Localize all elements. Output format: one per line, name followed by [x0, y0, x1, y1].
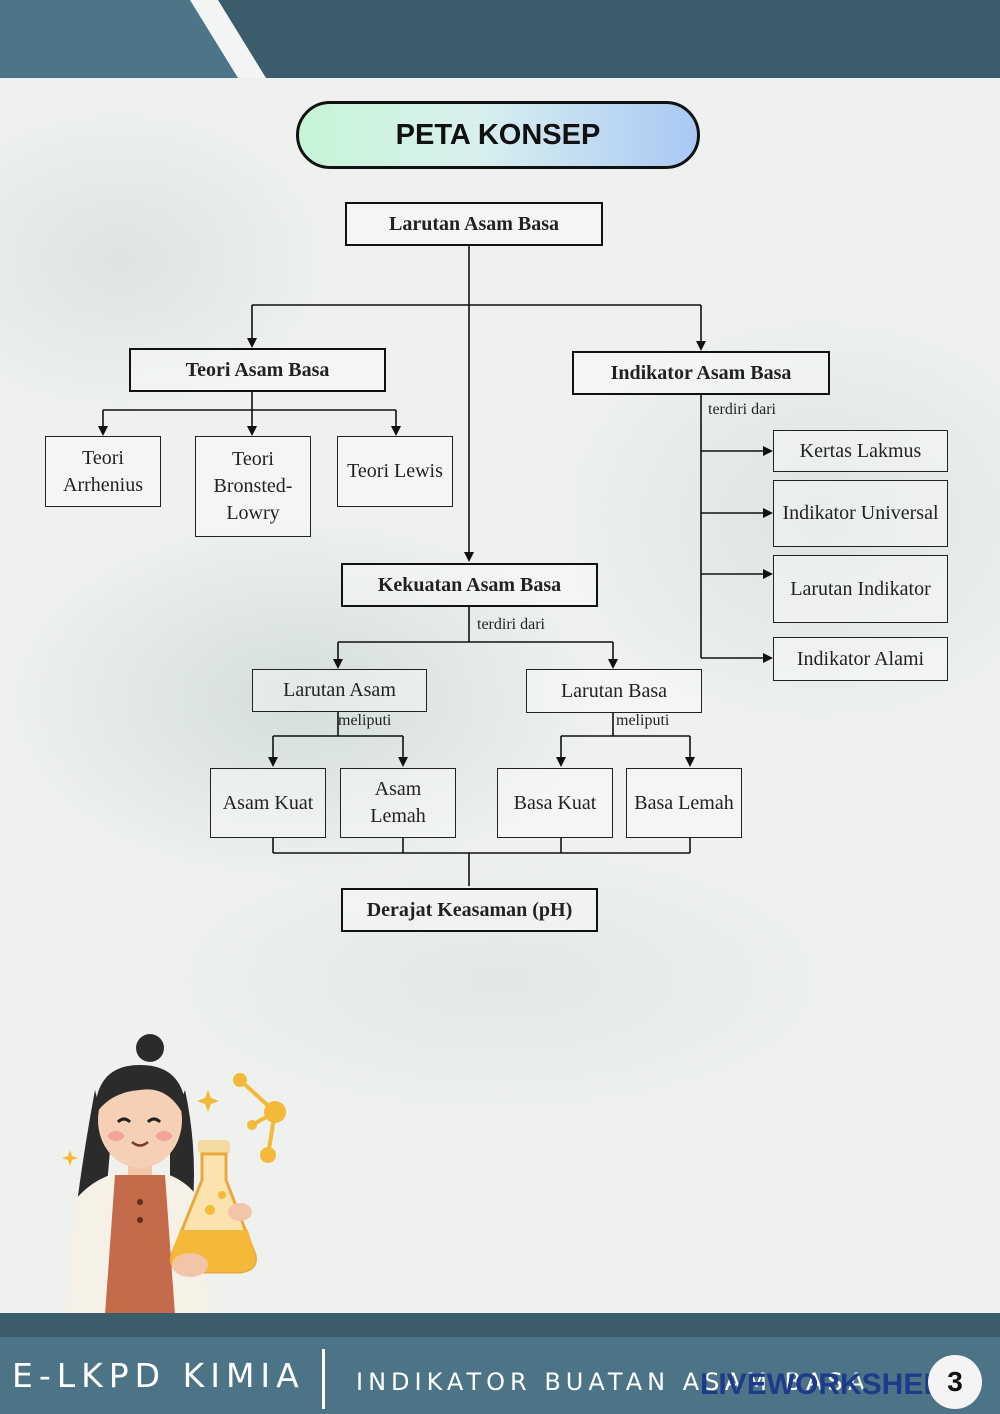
connector-label-meliputi-asam: meliputi	[338, 712, 392, 729]
footer-subtitle: INDIKATOR BUATAN ASAM BASA	[356, 1368, 870, 1396]
node-indikator-universal: Indikator Universal	[773, 480, 948, 547]
node-larutan-basa: Larutan Basa	[526, 669, 702, 713]
footer-divider	[322, 1349, 325, 1409]
node-kekuatan-asam-basa: Kekuatan Asam Basa	[341, 563, 598, 607]
page-title: PETA KONSEP	[296, 101, 700, 169]
node-kertas-lakmus: Kertas Lakmus	[773, 430, 948, 472]
connector-label-terdiri-dari-indikator: terdiri dari	[708, 401, 776, 418]
node-indikator-alami: Indikator Alami	[773, 637, 948, 681]
node-teori-lewis: Teori Lewis	[337, 436, 453, 507]
node-indikator-asam-basa: Indikator Asam Basa	[572, 351, 830, 395]
node-asam-lemah: Asam Lemah	[340, 768, 456, 838]
scientist-illustration	[62, 1034, 286, 1315]
node-basa-lemah: Basa Lemah	[626, 768, 742, 838]
top-banner	[0, 0, 1000, 78]
node-teori-asam-basa: Teori Asam Basa	[129, 348, 386, 392]
footer-bar	[0, 1337, 1000, 1414]
concept-map-connectors	[98, 246, 773, 886]
connector-label-meliputi-basa: meliputi	[616, 712, 670, 729]
node-basa-kuat: Basa Kuat	[497, 768, 613, 838]
node-larutan-asam-basa: Larutan Asam Basa	[345, 202, 603, 246]
footer-brand: E-LKPD KIMIA	[12, 1356, 305, 1395]
node-larutan-asam: Larutan Asam	[252, 669, 427, 712]
footer-strip	[0, 1313, 1000, 1337]
node-derajat-keasaman: Derajat Keasaman (pH)	[341, 888, 598, 932]
node-teori-arrhenius: Teori Arrhenius	[45, 436, 161, 507]
node-larutan-indikator: Larutan Indikator	[773, 555, 948, 623]
page-number: 3	[928, 1355, 982, 1409]
connector-label-terdiri-dari-kekuatan: terdiri dari	[477, 616, 545, 633]
node-asam-kuat: Asam Kuat	[210, 768, 326, 838]
node-teori-bronsted-lowry: Teori Bronsted-Lowry	[195, 436, 311, 537]
